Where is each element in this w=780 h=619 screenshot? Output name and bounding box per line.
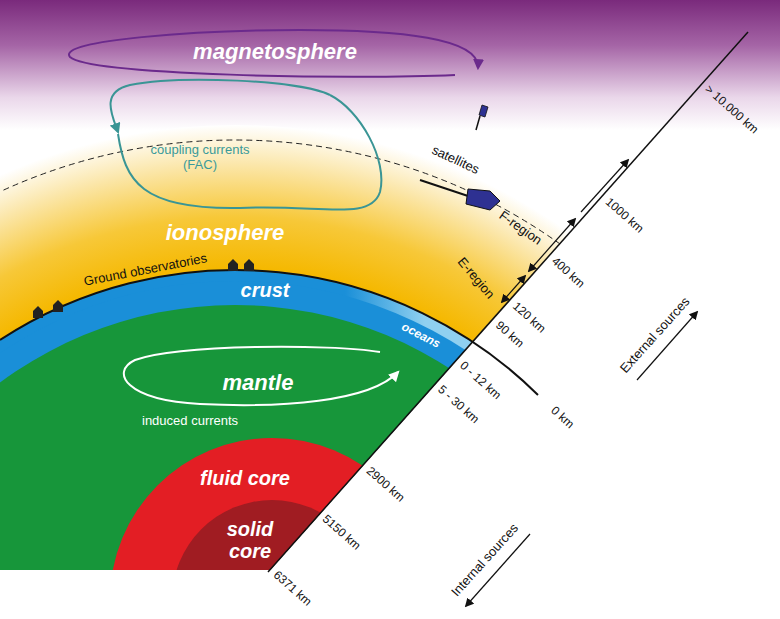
layer-name: crust [237, 277, 294, 303]
magnetospheric-current-loop [69, 30, 478, 77]
induced-current-loop [124, 347, 398, 405]
crust-layer [0, 281, 654, 619]
satellite-orbit [0, 140, 780, 619]
distance-label: 0 km [548, 404, 577, 432]
ocean-layer [0, 270, 665, 619]
satellite-boom [420, 180, 468, 196]
region-label: E-region [454, 254, 497, 301]
distance-label: 5150 km [320, 513, 364, 554]
current-label: induced currents [142, 414, 238, 429]
coupling-current-loop [111, 80, 331, 132]
layer-name: solid core [216, 516, 284, 564]
observatory-icon [228, 259, 238, 271]
observatory-label: Ground observatories [82, 251, 208, 290]
current-label: coupling currents (FAC) [143, 143, 258, 173]
layer-name: magnetosphere [189, 38, 361, 66]
ocean-label: oceans [399, 320, 442, 351]
solid-core-layer [172, 500, 372, 619]
e-region-range-arrow [502, 276, 525, 302]
observatory-icon [53, 300, 63, 312]
distance-label: 90 km [492, 319, 526, 351]
satellite-label: satellites [429, 143, 481, 178]
source-label: External sources [617, 294, 693, 376]
distance-label: > 10.000 km [702, 83, 761, 137]
magnetosphere-band [0, 0, 780, 130]
satellite-icon [479, 105, 488, 117]
layer-name: ionosphere [166, 221, 285, 245]
distance-label: 0 - 12 km [456, 359, 503, 403]
satellite-icon [466, 189, 500, 210]
layer-name: crust [241, 279, 290, 301]
layer-name: mantle [219, 369, 298, 397]
layer-name: fluid core [200, 467, 290, 489]
distance-label: 400 km [549, 255, 588, 291]
coupling-current-loop [118, 95, 381, 210]
source-label: Internal sources [448, 521, 521, 600]
earth-wedge [0, 125, 780, 619]
layer-name: ionosphere [162, 219, 289, 247]
observatory-icon [33, 306, 43, 318]
radius-axis [268, 32, 748, 572]
layer-name: mantle [223, 371, 294, 395]
distance-label: 6371 km [270, 569, 314, 610]
fluid-core-layer [110, 438, 434, 619]
distance-label: 1000 km [602, 195, 646, 236]
ionosphere-band [0, 125, 780, 619]
satellite-antenna [476, 116, 480, 130]
layer-name: solid core [220, 518, 280, 562]
distance-label: 5 - 30 km [435, 383, 482, 427]
layer-name: magnetosphere [193, 40, 357, 64]
mantle-layer [0, 305, 630, 619]
distance-label: 2900 km [363, 464, 407, 505]
layer-name: fluid core solid core [115, 440, 365, 570]
earth-surface-line [0, 270, 538, 395]
region-label: F-region [496, 208, 544, 248]
observatory-icon [244, 259, 254, 271]
